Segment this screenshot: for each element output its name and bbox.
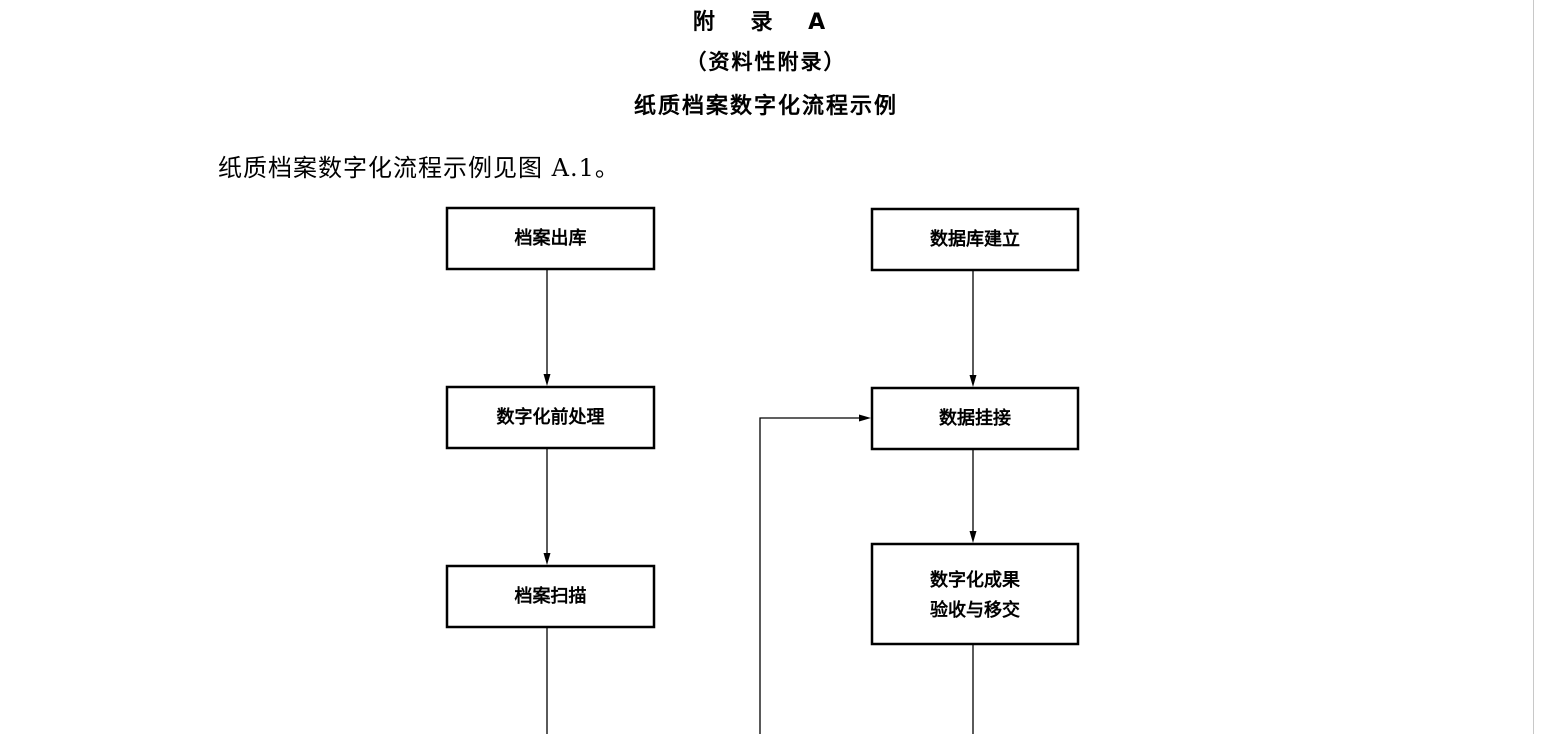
flow-node-database-build: 数据库建立 <box>870 207 1080 272</box>
flow-node-label-line-1: 数字化成果 <box>930 569 1021 591</box>
flow-node-data-link: 数据挂接 <box>870 386 1080 451</box>
flow-node-label: 数字化前处理 <box>497 406 605 428</box>
flow-node-label-line-2: 验收与移交 <box>930 599 1020 621</box>
page-border <box>1533 0 1534 734</box>
appendix-type: （资料性附录） <box>685 50 847 74</box>
flow-node-label: 档案出库 <box>515 227 587 249</box>
flow-node-pre-processing: 数字化前处理 <box>445 385 656 450</box>
flow-node-acceptance: 数字化成果 验收与移交 <box>870 542 1080 646</box>
intro-paragraph: 纸质档案数字化流程示例见图 A.1。 <box>218 154 620 182</box>
flow-arrow-loop-to-link <box>759 414 871 734</box>
flow-node-archive-out: 档案出库 <box>445 206 656 271</box>
flow-arrow-out-to-pre <box>543 270 551 386</box>
appendix-title: 纸质档案数字化流程示例 <box>633 94 898 119</box>
flow-arrow-link-to-accept <box>969 450 977 543</box>
appendix-heading: 附 录 A <box>692 10 840 35</box>
flow-node-scan: 档案扫描 <box>445 564 656 629</box>
flow-node-label: 档案扫描 <box>515 585 587 607</box>
flow-arrow-db-to-link <box>969 271 977 387</box>
flow-node-label: 数据挂接 <box>939 407 1011 429</box>
flow-arrow-pre-to-scan <box>543 449 551 565</box>
flow-node-label: 数据库建立 <box>930 228 1020 250</box>
